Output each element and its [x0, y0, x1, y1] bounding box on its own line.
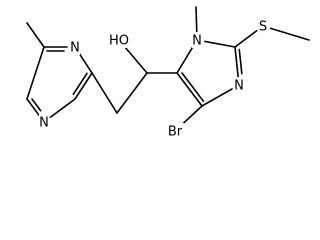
single-bond-n1_imid-n_methyl — [195, 6, 198, 33]
double-bond-c_pyr_attach-c_pyr_bottom-inner — [72, 72, 88, 96]
double-bond-n_pyr_bottom-c_pyr_left — [26, 98, 41, 117]
single-bond-c_pyr_bottom-n_pyr_bottom — [49, 98, 76, 119]
single-bond-n1_imid-c2_imid — [204, 40, 236, 48]
atom-label-oh: HO — [109, 34, 129, 49]
single-bond-c_pyr_attach-ch2 — [91, 72, 118, 114]
single-bond-c4_imid-br — [180, 105, 203, 127]
atom-label-n-pyr-bottom: N — [39, 116, 49, 131]
atom-label-background — [166, 123, 184, 139]
single-bond-methyl_pyrazine-c_pyr_top — [26, 22, 45, 48]
double-bond-c4_imid-c5_imid — [176, 72, 203, 107]
single-bond-ch2-choh — [116, 72, 148, 114]
single-bond-c5_imid-n1_imid — [176, 46, 194, 74]
atom-label-n-pyr-top: N — [70, 41, 80, 56]
atom-label-background — [70, 39, 80, 55]
single-bond-s-s_methyl — [269, 27, 310, 41]
single-bond-n3_imid-c4_imid — [201, 88, 233, 107]
atom-label-background — [110, 32, 128, 48]
atom-label-background — [39, 114, 49, 130]
double-bond-c2_imid-n3_imid-inner — [238, 48, 243, 75]
double-bond-c4_imid-c5_imid-inner — [181, 72, 205, 102]
atom-label-background — [234, 77, 244, 93]
atom-label-layer: N N HO N S N Br — [39, 18, 268, 140]
single-bond-c_pyr_left-c_pyr_top — [26, 46, 45, 100]
single-bond-n_pyr_top-c_pyr_attach — [78, 52, 93, 74]
chemical-structure-diagram: N N HO N S N Br — [26, 6, 310, 140]
single-bond-c2_imid-s — [234, 29, 258, 48]
double-bond-c2_imid-n3_imid — [234, 46, 239, 78]
double-bond-c_pyr_attach-c_pyr_bottom — [74, 72, 93, 100]
single-bond-choh-oh — [123, 45, 148, 74]
atom-label-background — [192, 32, 202, 48]
bond-layer — [26, 6, 310, 127]
atom-label-n3-imid: N — [234, 79, 244, 94]
atom-label-n1-imid: N — [192, 34, 202, 49]
atom-label-br: Br — [168, 125, 183, 140]
atom-label-s: S — [259, 20, 267, 35]
double-bond-n_pyr_bottom-c_pyr_left-inner — [31, 98, 42, 112]
atom-label-background — [258, 18, 268, 34]
